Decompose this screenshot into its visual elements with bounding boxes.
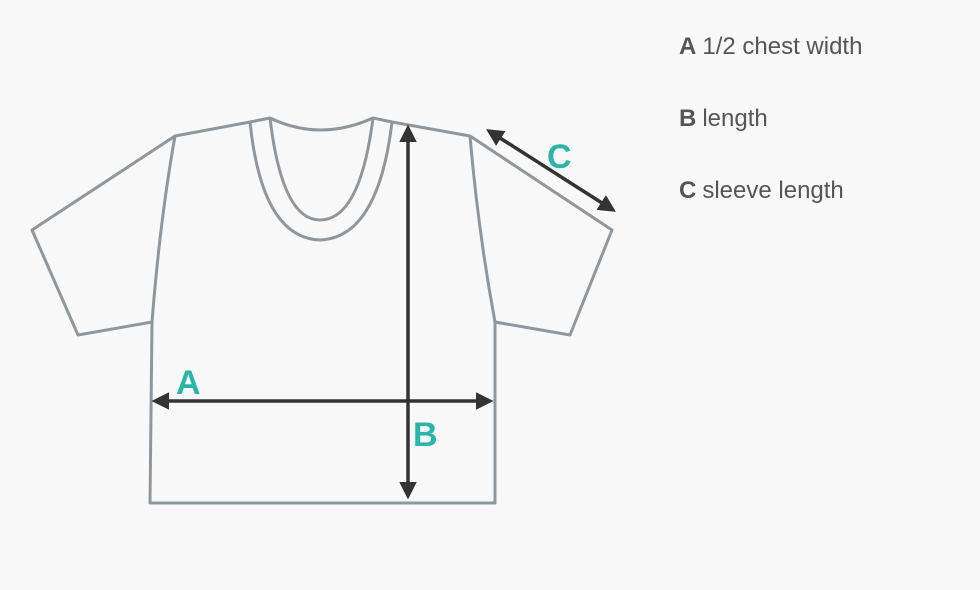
label-b: B <box>413 416 438 454</box>
label-c: C <box>547 138 572 176</box>
measure-arrows <box>151 124 616 500</box>
arrow-c <box>486 129 616 212</box>
tshirt-outline <box>30 116 614 505</box>
label-a: A <box>176 364 201 402</box>
